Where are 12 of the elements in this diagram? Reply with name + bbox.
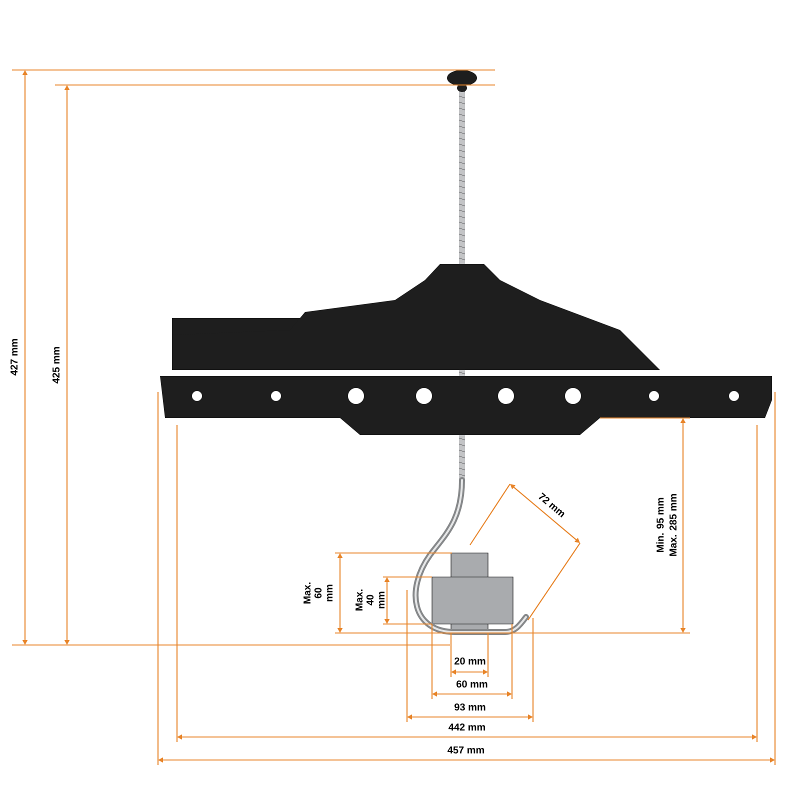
dimension-label: 425 mm [52,347,60,384]
dimension-label: 427 mm [10,339,18,376]
dimension-label: 60 mm [456,680,488,688]
dimension-label: 457 mm [448,746,484,754]
dimension-label: 93 mm [454,703,486,711]
dimension-label: Max. 40 mm [356,590,384,610]
dimension-label: 442 mm [448,724,485,730]
dimension-label: 20 mm [454,657,486,665]
dimension-label: Min. 95 mm [656,498,664,552]
dimension-label: Max. 285 mm [669,494,677,556]
dimension-label: Max. 60 mm [304,582,332,604]
dimension-label: 72 mm [538,492,564,518]
